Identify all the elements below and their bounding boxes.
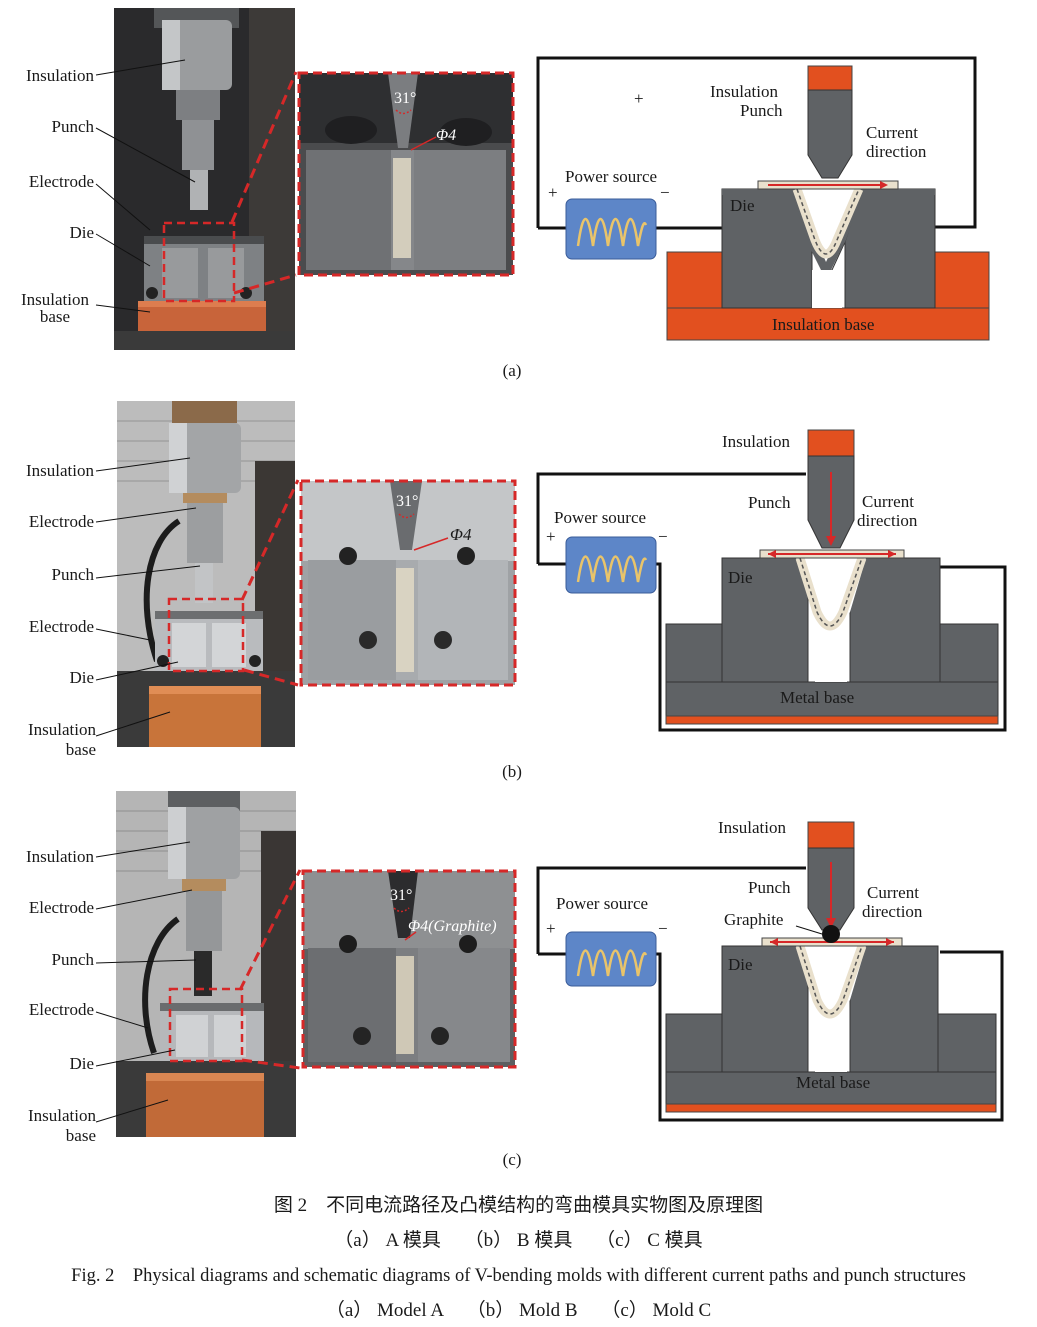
schem-b-minus: − xyxy=(658,527,668,546)
schem-a-extra-plus: + xyxy=(634,89,644,108)
schem-b-power: Power source xyxy=(554,508,646,527)
label-c-insulation: Insulation xyxy=(26,847,94,866)
label-b-electrode: Electrode xyxy=(28,512,94,531)
leaders-c xyxy=(95,841,197,1123)
schem-b-plus: + xyxy=(546,527,556,546)
zoom-c: 31° Φ4(Graphite) xyxy=(300,868,518,1070)
connectors-b xyxy=(240,479,300,687)
label-c-insulation-base: Insulation base xyxy=(28,1106,96,1145)
sublabel-a: (a) xyxy=(502,361,522,380)
label-a-insulation-base: Insulation base xyxy=(21,290,89,326)
schem-c-base: Metal base xyxy=(796,1073,870,1092)
photo-b xyxy=(117,401,295,747)
label-c-electrode: Electrode xyxy=(28,898,94,917)
label-a-die: Die xyxy=(69,223,94,242)
zoom-c-angle: 31° xyxy=(390,887,412,904)
schem-c-insulation: Insulation xyxy=(718,818,786,837)
schem-b-current: Current xyxy=(862,492,914,511)
caption-cn-title: 图 2 不同电流路径及凸模结构的弯曲模具实物图及原理图 xyxy=(273,1195,764,1216)
sublabel-c: (c) xyxy=(502,1150,522,1169)
photo-b-drawing xyxy=(117,401,295,747)
caption-en-sub: （a） Model A （b） Mold B （c） Mold C xyxy=(325,1300,712,1321)
label-b-insulation-base: Insulation base xyxy=(28,720,96,759)
schem-b-direction: direction xyxy=(857,511,918,530)
schem-a-current: Current xyxy=(866,123,918,142)
caption-cn-sub: （a） A 模具 （b） B 模具 （c） C 模具 xyxy=(334,1230,703,1251)
schem-a-base: Insulation base xyxy=(772,315,874,334)
schem-b-punch: Punch xyxy=(748,493,791,512)
label-b-electrode-2: Electrode xyxy=(28,617,94,636)
photo-a xyxy=(114,8,295,350)
schem-a-die: Die xyxy=(730,196,755,215)
zoom-c-dia: Φ4(Graphite) xyxy=(408,918,497,935)
schem-c-plus: + xyxy=(546,919,556,938)
schem-b-insulation: Insulation xyxy=(722,432,790,451)
zoom-c-drawing: 31° Φ4(Graphite) xyxy=(301,869,517,1069)
label-a-electrode: Electrode xyxy=(28,172,94,191)
schem-a-insulation: Insulation xyxy=(710,82,778,101)
zoom-b-angle: 31° xyxy=(396,493,418,510)
zoom-b: 31° Φ4 xyxy=(298,478,518,688)
sublabel-b: (b) xyxy=(502,762,522,781)
label-a-insulation: Insulation xyxy=(26,66,94,85)
schem-c-die: Die xyxy=(728,955,753,974)
schem-b-die: Die xyxy=(728,568,753,587)
schem-a-plus: + xyxy=(548,183,558,202)
zoom-a-drawing: 31° Φ4 xyxy=(297,71,515,277)
schem-c-punch: Punch xyxy=(748,878,791,897)
caption-en-title: Fig. 2 Physical diagrams and schematic d… xyxy=(71,1266,966,1286)
schem-c-direction: direction xyxy=(862,902,923,921)
schem-c-minus: − xyxy=(658,919,668,938)
schematic-a: Insulation Punch Current direction Power… xyxy=(536,56,990,341)
label-b-punch: Punch xyxy=(51,565,95,584)
schematic-c: Insulation Punch Graphite Current direct… xyxy=(536,818,1004,1122)
leaders-b xyxy=(95,457,201,737)
label-a-punch: Punch xyxy=(51,117,95,136)
label-c-electrode-2: Electrode xyxy=(28,1000,94,1019)
zoom-a-angle: 31° xyxy=(394,90,416,107)
label-b-die: Die xyxy=(69,668,94,687)
label-c-die: Die xyxy=(69,1054,94,1073)
schem-b-base: Metal base xyxy=(780,688,854,707)
label-c-punch: Punch xyxy=(51,950,95,969)
zoom-a: 31° Φ4 xyxy=(296,70,516,278)
schem-c-current: Current xyxy=(867,883,919,902)
schem-a-direction: direction xyxy=(866,142,927,161)
leaders-a xyxy=(95,59,196,313)
schem-a-power: Power source xyxy=(565,167,657,186)
label-b-insulation: Insulation xyxy=(26,461,94,480)
schematic-b: Insulation Punch Current direction Power… xyxy=(536,429,1007,732)
zoom-b-dia: Φ4 xyxy=(450,525,472,544)
connectors-c xyxy=(238,869,302,1070)
photo-a-drawing xyxy=(114,8,295,350)
zoom-b-drawing: 31° Φ4 xyxy=(299,479,517,687)
schem-c-power: Power source xyxy=(556,894,648,913)
schem-a-minus: − xyxy=(660,183,670,202)
schem-a-punch: Punch xyxy=(740,101,783,120)
connectors-a xyxy=(230,71,298,295)
schem-c-graphite: Graphite xyxy=(724,910,783,929)
zoom-a-dia: Φ4 xyxy=(436,127,456,144)
